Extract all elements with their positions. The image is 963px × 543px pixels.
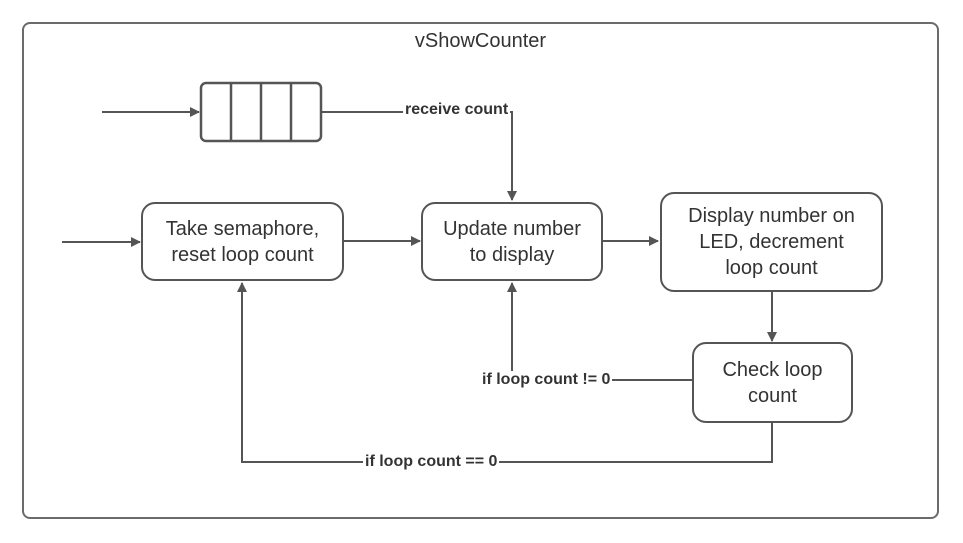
- diagram-frame: [22, 22, 939, 519]
- node-take-semaphore-label: Take semaphore, reset loop count: [165, 217, 320, 266]
- node-display-number: Display number on LED, decrement loop co…: [660, 192, 883, 292]
- arrow-loop-zero: [237, 282, 773, 463]
- node-update-number-label: Update number to display: [443, 217, 581, 266]
- node-check-loop-label: Check loop count: [722, 358, 823, 407]
- arrow-loop-not-zero: [507, 282, 692, 381]
- message-queue: [199, 81, 323, 143]
- diagram-title: vShowCounter: [414, 30, 547, 52]
- node-display-number-label: Display number on LED, decrement loop co…: [688, 205, 855, 279]
- node-check-loop: Check loop count: [692, 342, 853, 423]
- node-update-number: Update number to display: [421, 202, 603, 281]
- edge-label-receive-count: receive count: [403, 101, 511, 119]
- edge-label-not-zero: if loop count != 0: [480, 371, 613, 389]
- node-take-semaphore: Take semaphore, reset loop count: [141, 202, 344, 281]
- edge-label-zero: if loop count == 0: [363, 453, 500, 471]
- arrow-receive-count: [321, 111, 517, 201]
